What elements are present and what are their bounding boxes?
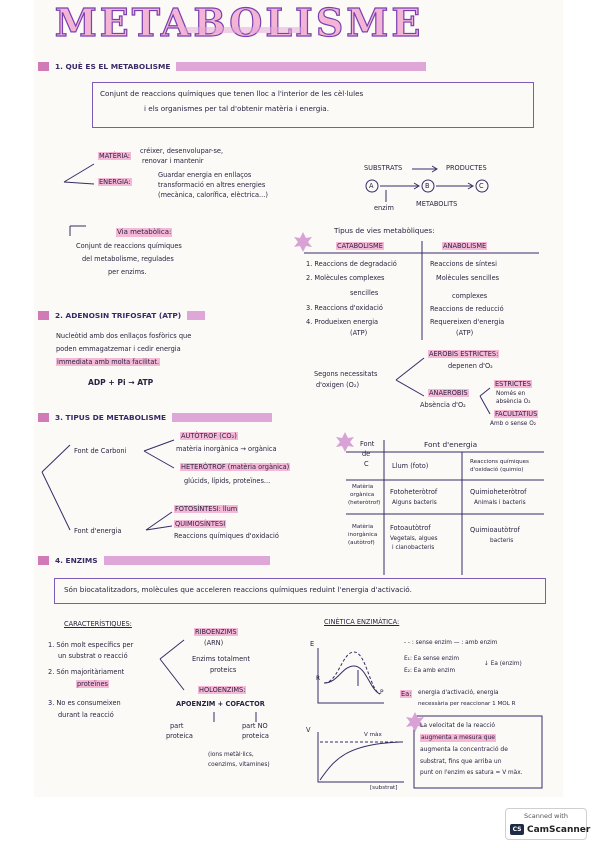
camscanner-brand: CamScanner bbox=[527, 824, 591, 835]
heterotrof-label: HETERÒTROF (matèria orgànica) bbox=[180, 463, 291, 472]
arrow-substrats bbox=[412, 165, 438, 173]
heading-bar bbox=[103, 556, 270, 565]
curve-amb-enzim bbox=[323, 665, 381, 695]
heading-bar bbox=[172, 413, 273, 422]
camscanner-badge[interactable]: Scanned with CS CamScanner bbox=[505, 808, 591, 840]
star-icon bbox=[294, 232, 312, 252]
section-4-heading: 4. ENZIMS bbox=[38, 556, 270, 565]
section-2-heading: 2. ADENOSIN TRIFOSFAT (ATP) bbox=[38, 311, 206, 320]
productes-label: PRODUCTES bbox=[446, 164, 487, 172]
cinetica-title: CINÈTICA ENZIMÀTICA: bbox=[324, 618, 400, 626]
via-title: Via metabòlica: bbox=[116, 228, 173, 237]
title-underline bbox=[184, 27, 304, 33]
fotosintesi-label: FOTOSÍNTESI: llum bbox=[174, 505, 239, 514]
scanned-with-label: Scanned with bbox=[524, 812, 568, 820]
page-title: METABOLISME bbox=[54, 0, 424, 45]
catabolisme-header: CATABOLISME bbox=[336, 242, 384, 251]
meta-table-hlines bbox=[346, 451, 544, 515]
bullet-square bbox=[38, 556, 49, 565]
materia-label: MATÈRIA: bbox=[98, 152, 132, 161]
heading-bar bbox=[187, 311, 206, 320]
section-3-heading: 3. TIPUS DE METABOLISME bbox=[38, 413, 273, 422]
velocity-box bbox=[413, 715, 543, 789]
meta-table-vlines bbox=[383, 440, 463, 575]
enzim-definition: Són biocatalitzadors, molècules que acce… bbox=[64, 585, 412, 594]
vies-title: Tipus de vies metabòliques: bbox=[334, 226, 435, 235]
atp-equation: ADP + Pi → ATP bbox=[88, 378, 154, 387]
chart1-axes bbox=[317, 648, 384, 704]
caracteristiques-title: CARACTERÍSTIQUES: bbox=[64, 620, 132, 628]
camscanner-logo-icon: CS bbox=[510, 824, 524, 835]
riboenzims-label: RIBOENZIMS bbox=[194, 628, 238, 637]
energia-label: ENERGIA: bbox=[98, 178, 132, 187]
node-a-circle bbox=[365, 179, 379, 193]
notes-page: METABOLISME bbox=[34, 0, 563, 797]
star-icon bbox=[336, 432, 354, 452]
node-b-circle bbox=[421, 179, 435, 193]
star-icon bbox=[406, 712, 424, 732]
section-1-heading: 1. QUÈ ES EL METABOLISME bbox=[38, 62, 427, 71]
aerobis-label: AEROBIS ESTRICTES: bbox=[428, 350, 500, 359]
definition-line-2: i els organismes per tal d'obtenir matèr… bbox=[144, 104, 329, 113]
substrats-label: SUBSTRATS bbox=[364, 164, 403, 172]
node-c-circle bbox=[475, 179, 489, 193]
bullet-square bbox=[38, 62, 49, 71]
star-icons bbox=[294, 232, 424, 732]
bullet-square bbox=[38, 413, 49, 422]
definition-line-1: Conjunt de reaccions químiques que tenen… bbox=[100, 89, 364, 98]
autotrof-label: AUTÒTROF (CO₂) bbox=[180, 432, 238, 441]
materia-energia-bracket bbox=[63, 163, 95, 185]
definition-box bbox=[92, 82, 534, 128]
drawing-layer bbox=[41, 27, 544, 789]
curve-saturation bbox=[319, 741, 401, 781]
heading-bar bbox=[176, 62, 427, 71]
enzim-definition-box bbox=[54, 578, 546, 604]
bullet-square bbox=[38, 311, 49, 320]
holoenzims-label: HOLOENZIMS: bbox=[198, 686, 247, 695]
curve-sense-enzim bbox=[323, 651, 381, 695]
chart2-axes bbox=[317, 732, 404, 783]
quimiosintesi-label: QUIMIOSÍNTESI bbox=[174, 520, 227, 529]
anaerobis-label: ANAEROBIS bbox=[428, 389, 469, 398]
anabolisme-header: ANABOLISME bbox=[442, 242, 488, 251]
